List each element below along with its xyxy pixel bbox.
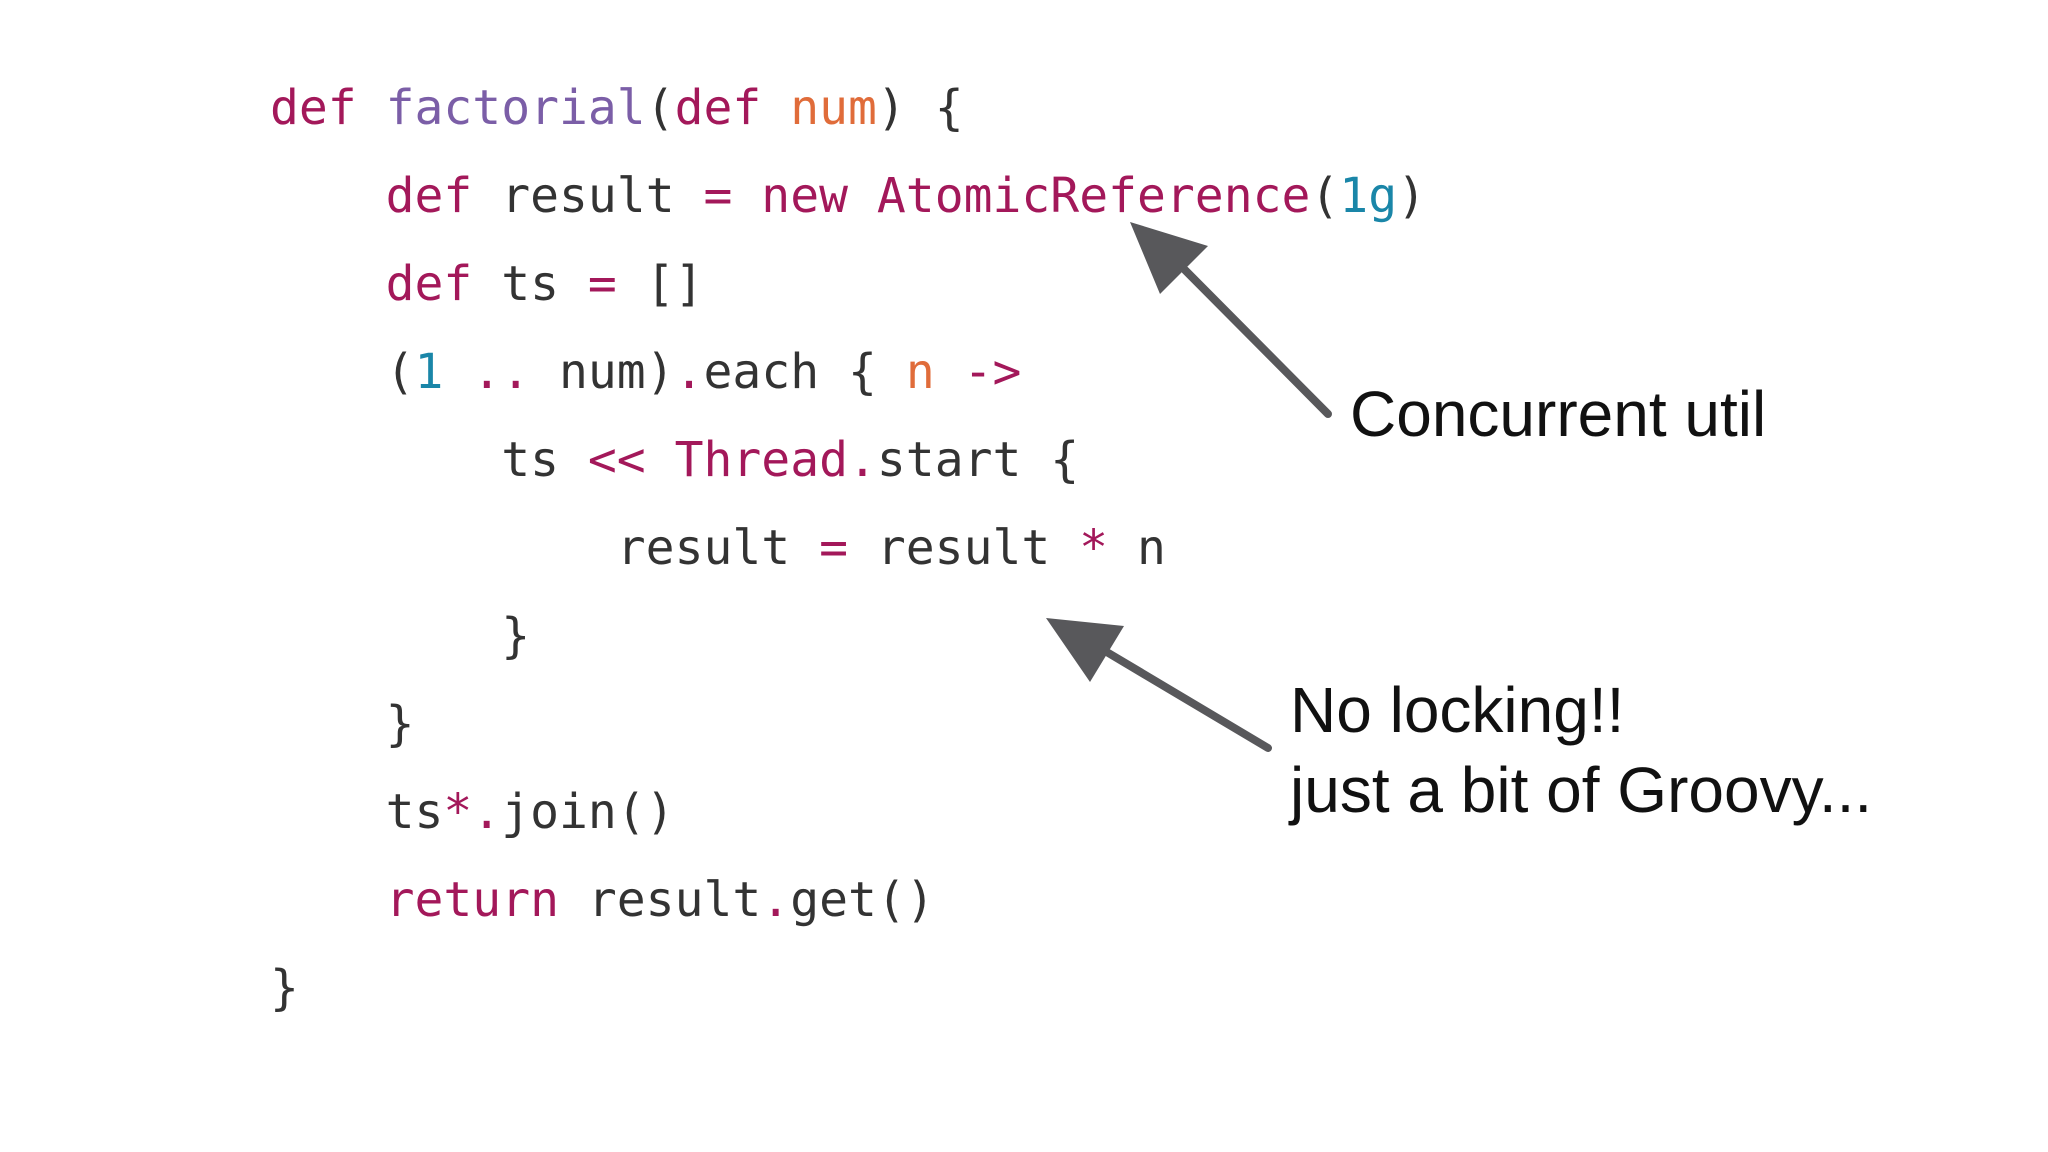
code-line: }	[270, 680, 1426, 768]
code-token: (	[645, 80, 675, 136]
code-token: start {	[876, 432, 1080, 488]
annotation-no-locking: No locking!! just a bit of Groovy...	[1290, 670, 1872, 830]
code-token: =	[703, 168, 733, 224]
code-token: Thread	[674, 432, 848, 488]
code-token: =	[587, 256, 617, 312]
code-token	[357, 80, 386, 136]
code-token: 1	[414, 344, 444, 400]
code-token: <<	[587, 432, 646, 488]
annotation-no-locking-line1: No locking!!	[1290, 674, 1625, 746]
code-block: def factorial(def num) {def result = new…	[270, 64, 1426, 1032]
code-token: 1g	[1339, 168, 1398, 224]
code-token: ) {	[876, 80, 964, 136]
code-token: n	[905, 344, 935, 400]
code-token: }	[385, 696, 415, 752]
code-token: num)	[530, 344, 675, 400]
code-token: each {	[703, 344, 906, 400]
code-token: result	[472, 168, 704, 224]
code-token: return	[385, 872, 559, 928]
code-token: num	[790, 80, 877, 136]
code-line: def ts = []	[270, 240, 1426, 328]
code-token: =	[819, 520, 848, 576]
annotation-concurrent-text: Concurrent util	[1350, 378, 1767, 450]
code-line: def result = new AtomicReference(1g)	[270, 152, 1426, 240]
code-token	[732, 168, 761, 224]
code-token: )	[1397, 168, 1426, 224]
annotation-no-locking-line2: just a bit of Groovy...	[1290, 754, 1873, 826]
code-token: def	[674, 80, 762, 136]
code-token: n	[1108, 520, 1166, 576]
code-token: *.	[443, 784, 502, 840]
code-token: result	[847, 520, 1080, 576]
code-token: ts	[385, 784, 444, 840]
code-token: []	[616, 256, 704, 312]
code-token: ts	[472, 256, 588, 312]
code-token: new	[761, 168, 848, 224]
code-token: (	[385, 344, 415, 400]
code-token: ..	[472, 344, 531, 400]
code-token: def	[270, 80, 357, 136]
code-token: .	[761, 872, 791, 928]
code-token	[848, 168, 877, 224]
code-token: }	[270, 960, 299, 1016]
code-line: ts << Thread.start {	[270, 416, 1426, 504]
code-token	[761, 80, 790, 136]
code-token: result	[558, 872, 762, 928]
code-line: }	[270, 944, 1426, 1032]
code-token	[443, 344, 472, 400]
code-token: get()	[790, 872, 935, 928]
code-line: def factorial(def num) {	[270, 64, 1426, 152]
code-token: def	[385, 256, 473, 312]
code-token	[935, 344, 964, 400]
code-token: ->	[963, 344, 1022, 400]
code-token: .	[847, 432, 877, 488]
code-token: ts	[501, 432, 588, 488]
code-token: }	[501, 608, 531, 664]
annotation-concurrent-util: Concurrent util	[1350, 374, 1766, 454]
code-line: (1 .. num).each { n ->	[270, 328, 1426, 416]
code-line: ts*.join()	[270, 768, 1426, 856]
code-token: AtomicReference	[876, 168, 1311, 224]
code-token: *	[1079, 520, 1109, 576]
code-token: (	[1310, 168, 1340, 224]
code-token	[646, 432, 675, 488]
code-token: def	[385, 168, 473, 224]
code-token: factorial	[385, 80, 646, 136]
code-token: result	[616, 520, 820, 576]
code-line: }	[270, 592, 1426, 680]
code-line: result = result * n	[270, 504, 1426, 592]
code-token: join()	[501, 784, 675, 840]
code-token: .	[674, 344, 704, 400]
code-line: return result.get()	[270, 856, 1426, 944]
